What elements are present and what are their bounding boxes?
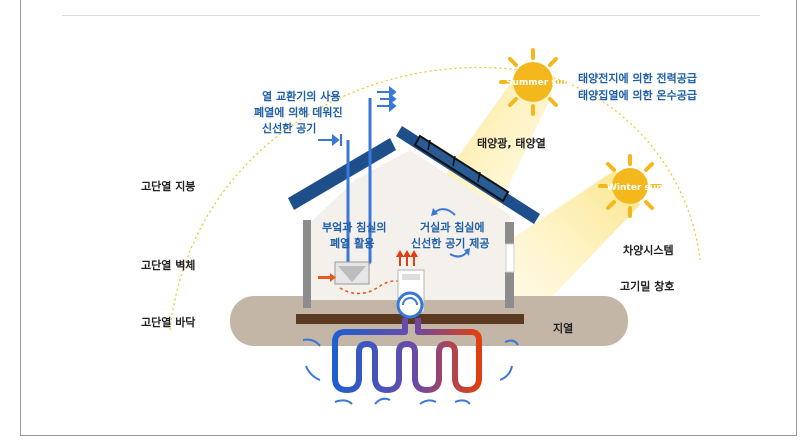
heat-exchange-label-1: 열 교환기의 사용 [262,90,341,103]
winter-sun-label: Winter sun [607,183,663,193]
floor-insulation-label: 고단열 바닥 [141,316,196,329]
left-wall [303,220,311,308]
floor-slab [296,314,524,324]
waste-heat-flow [339,280,411,295]
heat-exchange-label-2: 폐열에 의해 데워진 [254,106,343,119]
outgoing-air-arrows-icon [377,85,397,113]
right-wall-lower [505,272,514,308]
sun-path-arc [169,66,701,331]
fresh-air-label-2: 신선한 공기 제공 [411,237,490,250]
top-divider [62,15,760,16]
solar-heat-label: 태양집열에 의한 온수공급 [578,89,697,102]
incoming-air-arrow-icon [318,133,342,147]
solar-power-label: 태양전지에 의한 전력공급 [578,72,697,85]
wall-insulation-label: 고단열 벽체 [141,259,196,272]
solar-panel [413,134,510,203]
summer-sun [499,48,567,116]
roof-insulation-label: 고단열 지붕 [141,180,196,193]
waste-heat-arrow-icon [318,273,336,282]
rising-heat-icon [396,250,418,266]
geothermal-loop [332,318,482,393]
circulation-arrow-right [449,251,468,258]
window [505,243,515,273]
waste-heat-label-1: 부엌과 침실의 [322,221,387,234]
winter-sun-beam [480,170,640,330]
solar-light-heat-label: 태양광, 태양열 [477,137,546,150]
waste-heat-label-2: 폐열 활용 [330,237,375,250]
circulation-arrow-left [434,208,456,216]
ground-heat-arrows-icon [302,338,519,405]
summer-sun-label: Summer sun [506,78,570,88]
right-wall-upper [505,222,514,244]
frame [20,0,797,436]
heat-exchange-label-3: 신선한 공기 [262,122,317,135]
geothermal-label: 지열 [553,322,574,335]
fresh-air-label-1: 거실과 침실에 [420,221,485,234]
winter-sun [598,154,662,218]
airtight-window-label: 고기밀 창호 [620,280,675,293]
shade-system-label: 차양시스템 [623,244,674,257]
heat-pump-fan-icon [396,291,424,319]
